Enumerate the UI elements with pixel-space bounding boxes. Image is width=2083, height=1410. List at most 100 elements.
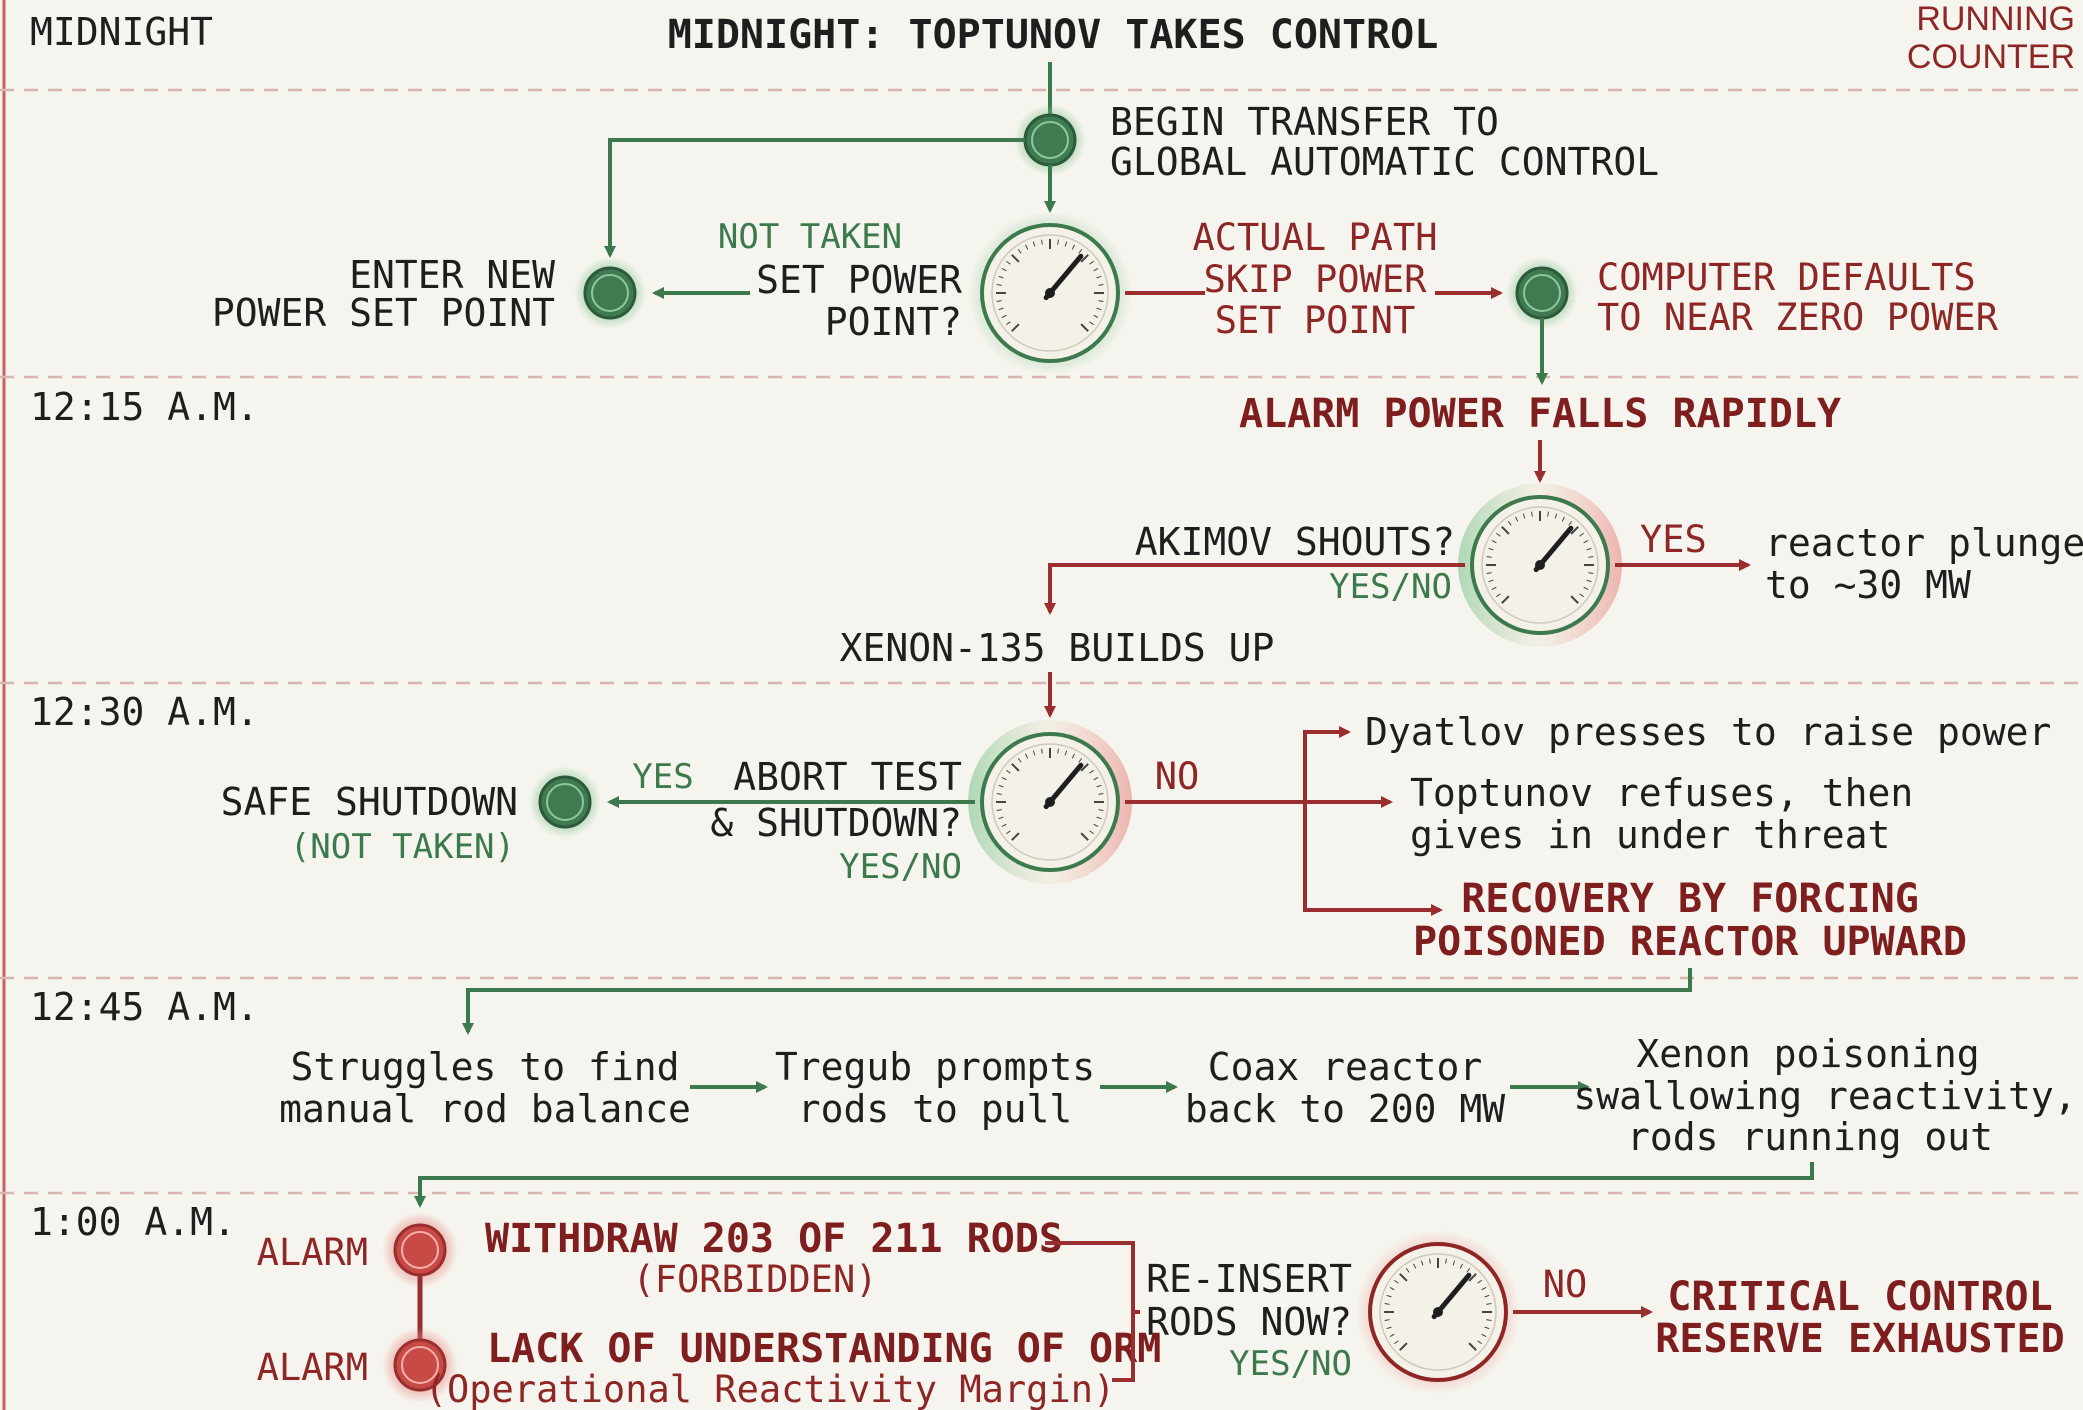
alarm-label-1: ALARM — [257, 1231, 368, 1274]
computer-defaults-line1: COMPUTER DEFAULTS — [1597, 256, 1976, 299]
set-power-line1: SET POWER — [756, 258, 962, 302]
gauge-inner-ring — [991, 743, 1109, 861]
gauge-tick — [1429, 1258, 1431, 1264]
toptunov-refuses-line2: gives in under threat — [1410, 813, 1890, 857]
gauge-tick — [1554, 513, 1558, 519]
node-ring — [1523, 274, 1561, 312]
gauge-tick — [1547, 511, 1549, 517]
flow-step-4-line2: swallowing reactivity, — [1573, 1074, 2076, 1118]
gauge-tick — [1071, 244, 1075, 250]
gauge-tick — [1452, 1260, 1456, 1266]
gauge-tick — [1484, 1294, 1490, 1298]
gauge-tick — [1006, 260, 1011, 265]
flow-step-2-line1: Tregub prompts — [775, 1045, 1095, 1089]
set-power-line2: POINT? — [825, 300, 962, 344]
gauge-tick — [1561, 516, 1565, 522]
gauge-tick — [1481, 1287, 1487, 1291]
recovery-line1: RECOVERY BY FORCING — [1461, 876, 1919, 922]
gauge-tick — [1078, 758, 1083, 763]
gauge-tick — [1089, 769, 1094, 774]
gauge-tick — [1481, 1333, 1487, 1337]
gauge-tick — [1413, 1263, 1417, 1269]
gauge-set-power — [968, 211, 1132, 375]
gauge-tick — [1089, 830, 1094, 835]
gauge-tick — [1579, 593, 1584, 598]
node-ring — [1031, 121, 1069, 159]
gauge-tick — [1011, 254, 1020, 263]
gauge-tick — [1386, 1326, 1392, 1330]
gauge-tick — [1098, 809, 1104, 811]
recovery-line2: POISONED REACTOR UPWARD — [1413, 919, 1967, 965]
gauge-tick — [1583, 586, 1589, 590]
actual-path-line1: ACTUAL PATH — [1192, 216, 1437, 259]
gauge-tick — [1484, 1326, 1490, 1330]
gauge-tick — [1089, 321, 1094, 326]
gauge-tick — [1394, 1340, 1399, 1345]
gauge-tick — [1486, 572, 1492, 574]
gauge-tick — [1096, 784, 1102, 788]
gauge-tick — [1420, 1260, 1424, 1266]
gauge-tick — [1588, 556, 1594, 558]
toptunov-refuses-line1: Toptunov refuses, then — [1410, 771, 1913, 815]
gauge-tick — [1568, 521, 1573, 526]
gauge-tick — [1006, 321, 1011, 326]
critical-line1: CRITICAL CONTROL — [1667, 1274, 2052, 1320]
time-midnight: MIDNIGHT — [30, 10, 213, 54]
gauge-tick — [1501, 526, 1510, 535]
gauge-tick — [1522, 513, 1526, 519]
reactor-plunged-line1: reactor plunged — [1765, 521, 2083, 565]
gauge-tick — [1057, 748, 1059, 754]
gauge-tick — [1080, 763, 1089, 772]
gauge-tick — [1064, 241, 1068, 247]
gauge-tick — [1466, 1268, 1471, 1273]
flow-step-2-line2: rods to pull — [798, 1087, 1073, 1131]
gauge-tick — [1586, 547, 1592, 551]
gauge-tick — [1017, 249, 1022, 254]
lack-line1: LACK OF UNDERSTANDING OF ORM — [487, 1326, 1161, 1372]
gauge-tick — [1001, 823, 1007, 827]
gauge-tick — [1006, 769, 1011, 774]
gauge-inner-ring — [1379, 1253, 1497, 1371]
gauge-tick — [1583, 540, 1589, 544]
gauge-akimov — [1458, 483, 1622, 647]
abort-yes: YES — [632, 757, 693, 797]
gauge-tick — [1486, 556, 1492, 558]
gauge-tick — [1394, 1279, 1399, 1284]
gauge-tick — [1405, 1268, 1410, 1273]
xenon-builds-up: XENON-135 BUILDS UP — [840, 626, 1275, 670]
gauge-tick — [1041, 239, 1043, 245]
akimov-yes-no: YES/NO — [1329, 567, 1452, 607]
gauge-tick — [1468, 1273, 1477, 1282]
actual-path-line3: SET POINT — [1215, 299, 1415, 342]
gauge-tick — [1098, 300, 1104, 302]
withdraw-line1: WITHDRAW 203 OF 211 RODS — [485, 1216, 1063, 1262]
gauge-tick — [1384, 1303, 1390, 1305]
gauge-tick — [1459, 1263, 1463, 1269]
alarm-power-falls: ALARM POWER FALLS RAPIDLY — [1239, 391, 1841, 437]
gauge-tick — [1011, 323, 1020, 332]
gauge-tick — [1001, 777, 1007, 781]
time-1215: 12:15 A.M. — [30, 385, 259, 429]
gauge-tick — [1579, 532, 1584, 537]
gauge-inner-ring — [1481, 506, 1599, 624]
flow-step-1-line1: Struggles to find — [291, 1045, 680, 1089]
reinsert-no: NO — [1543, 1263, 1588, 1306]
gauge-tick — [996, 793, 1002, 795]
gauge-tick — [1001, 314, 1007, 318]
gauge-tick — [1496, 593, 1501, 598]
counter-label-1: RUNNING — [1916, 0, 2075, 38]
critical-line2: RESERVE EXHAUSTED — [1655, 1316, 2064, 1362]
gauge-tick — [1078, 249, 1083, 254]
node-ring — [401, 1231, 439, 1269]
gauge-hub — [1535, 560, 1545, 570]
actual-path-line2: SKIP POWER — [1204, 258, 1427, 301]
gauge-tick — [1057, 239, 1059, 245]
gauge-tick — [1384, 1319, 1390, 1321]
begin-transfer-line1: BEGIN TRANSFER TO — [1110, 100, 1499, 144]
flow-step-4-line3: rods running out — [1627, 1115, 1993, 1159]
gauge-tick — [1011, 832, 1020, 841]
gauge-tick — [1006, 830, 1011, 835]
counter-label-2: COUNTER — [1907, 38, 2075, 76]
withdraw-line2: (FORBIDDEN) — [632, 1258, 877, 1301]
gauge-tick — [1477, 1340, 1482, 1345]
